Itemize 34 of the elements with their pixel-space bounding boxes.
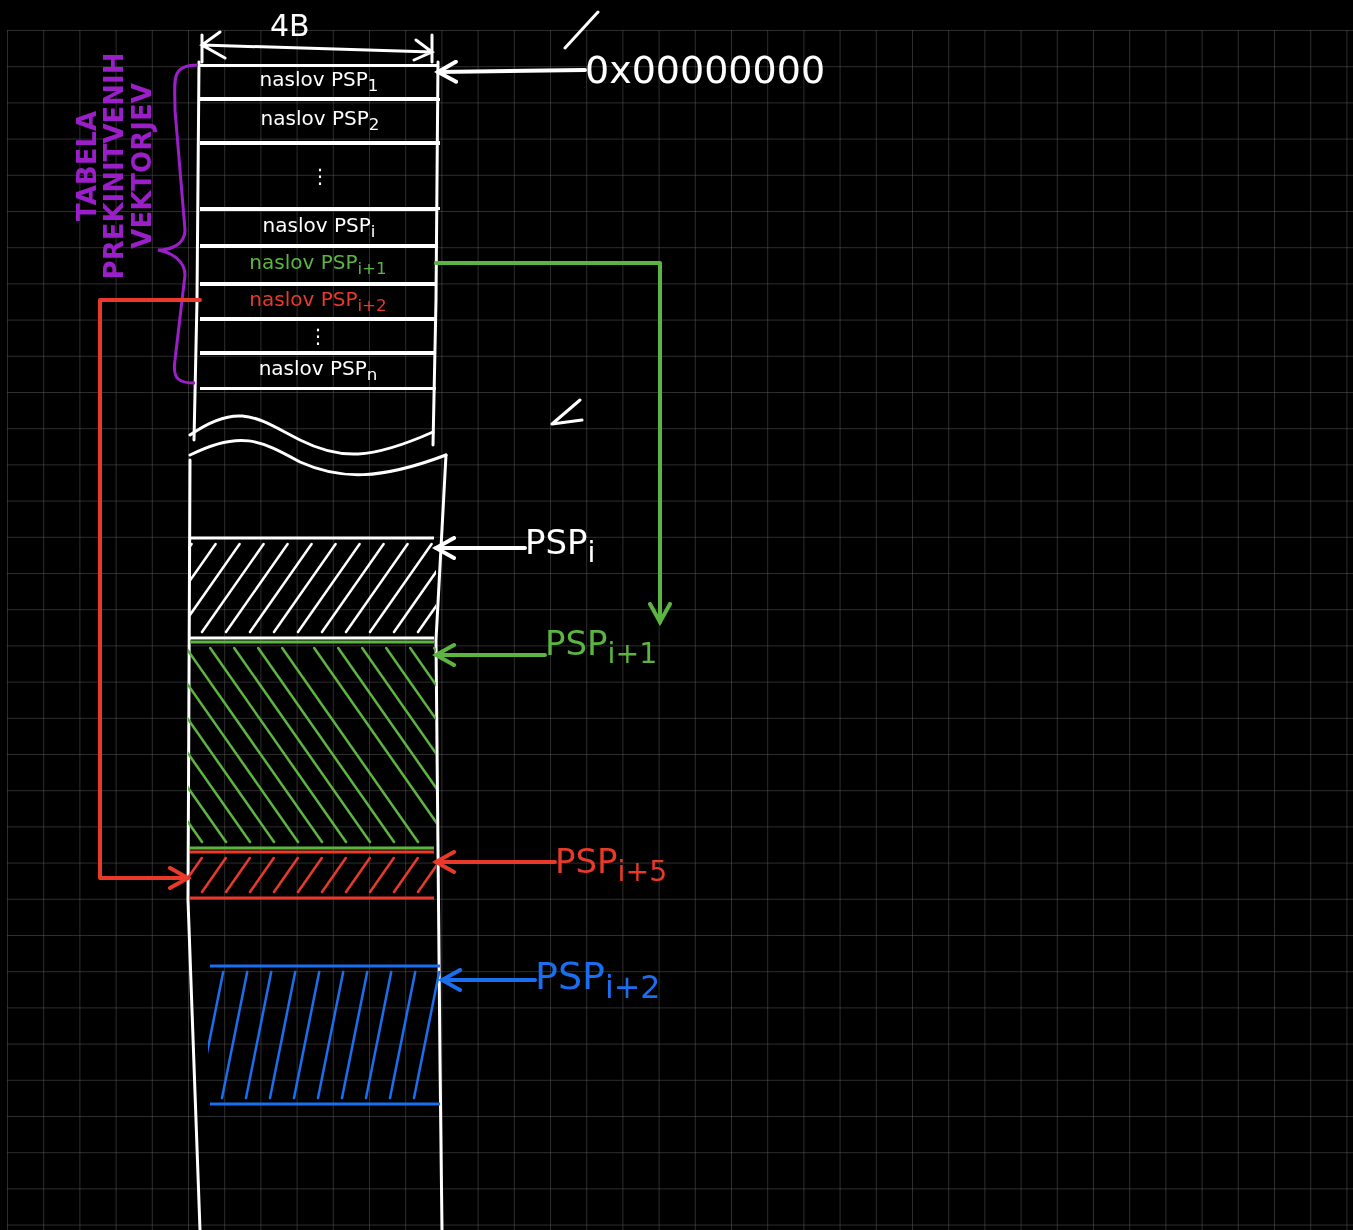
table-row: [200, 245, 436, 285]
table-row: [200, 142, 440, 210]
arrow: [434, 261, 672, 624]
row-text: ⋮: [308, 326, 328, 346]
table-row: [200, 98, 440, 144]
row-text: naslov PSP$_{2}$: [260, 108, 380, 134]
arrow: [440, 968, 537, 992]
table-row: [200, 352, 436, 390]
memory-label: PSP$_{i+2}$: [535, 952, 735, 1008]
table-row: [200, 208, 438, 247]
arrow: [434, 536, 527, 560]
vertical-heading: TABELA PREKINITVENIH VEKTORJEV: [74, 51, 156, 282]
row-text: naslov PSP$_{i+2}$: [249, 288, 387, 315]
table-row: [200, 318, 436, 354]
arrow: [434, 643, 547, 667]
row-text: naslov PSP$_{1}$: [259, 69, 379, 95]
memory-label: PSP$_{i+1}$: [545, 622, 715, 672]
arrow: [98, 298, 202, 890]
hatched-block: [188, 640, 436, 850]
arrow: [434, 850, 557, 874]
hatched-block: [208, 964, 442, 1106]
hatched-block: [188, 536, 436, 640]
memory-label: PSP$_{i+5}$: [555, 838, 755, 892]
dimension-label: 4B: [270, 8, 310, 43]
row-text: naslov PSP$_{i}$: [262, 214, 376, 241]
hatched-block: [188, 850, 436, 900]
table-row: [200, 64, 438, 100]
row-text: naslov PSP$_{i+1}$: [249, 252, 387, 278]
arrow: [436, 59, 587, 84]
row-text: ⋮: [310, 166, 330, 186]
table-row: [200, 283, 436, 320]
row-text: naslov PSP$_{n}$: [258, 358, 378, 384]
memory-label: 0x00000000: [585, 45, 945, 95]
memory-label: PSP$_{i}$: [525, 522, 655, 570]
